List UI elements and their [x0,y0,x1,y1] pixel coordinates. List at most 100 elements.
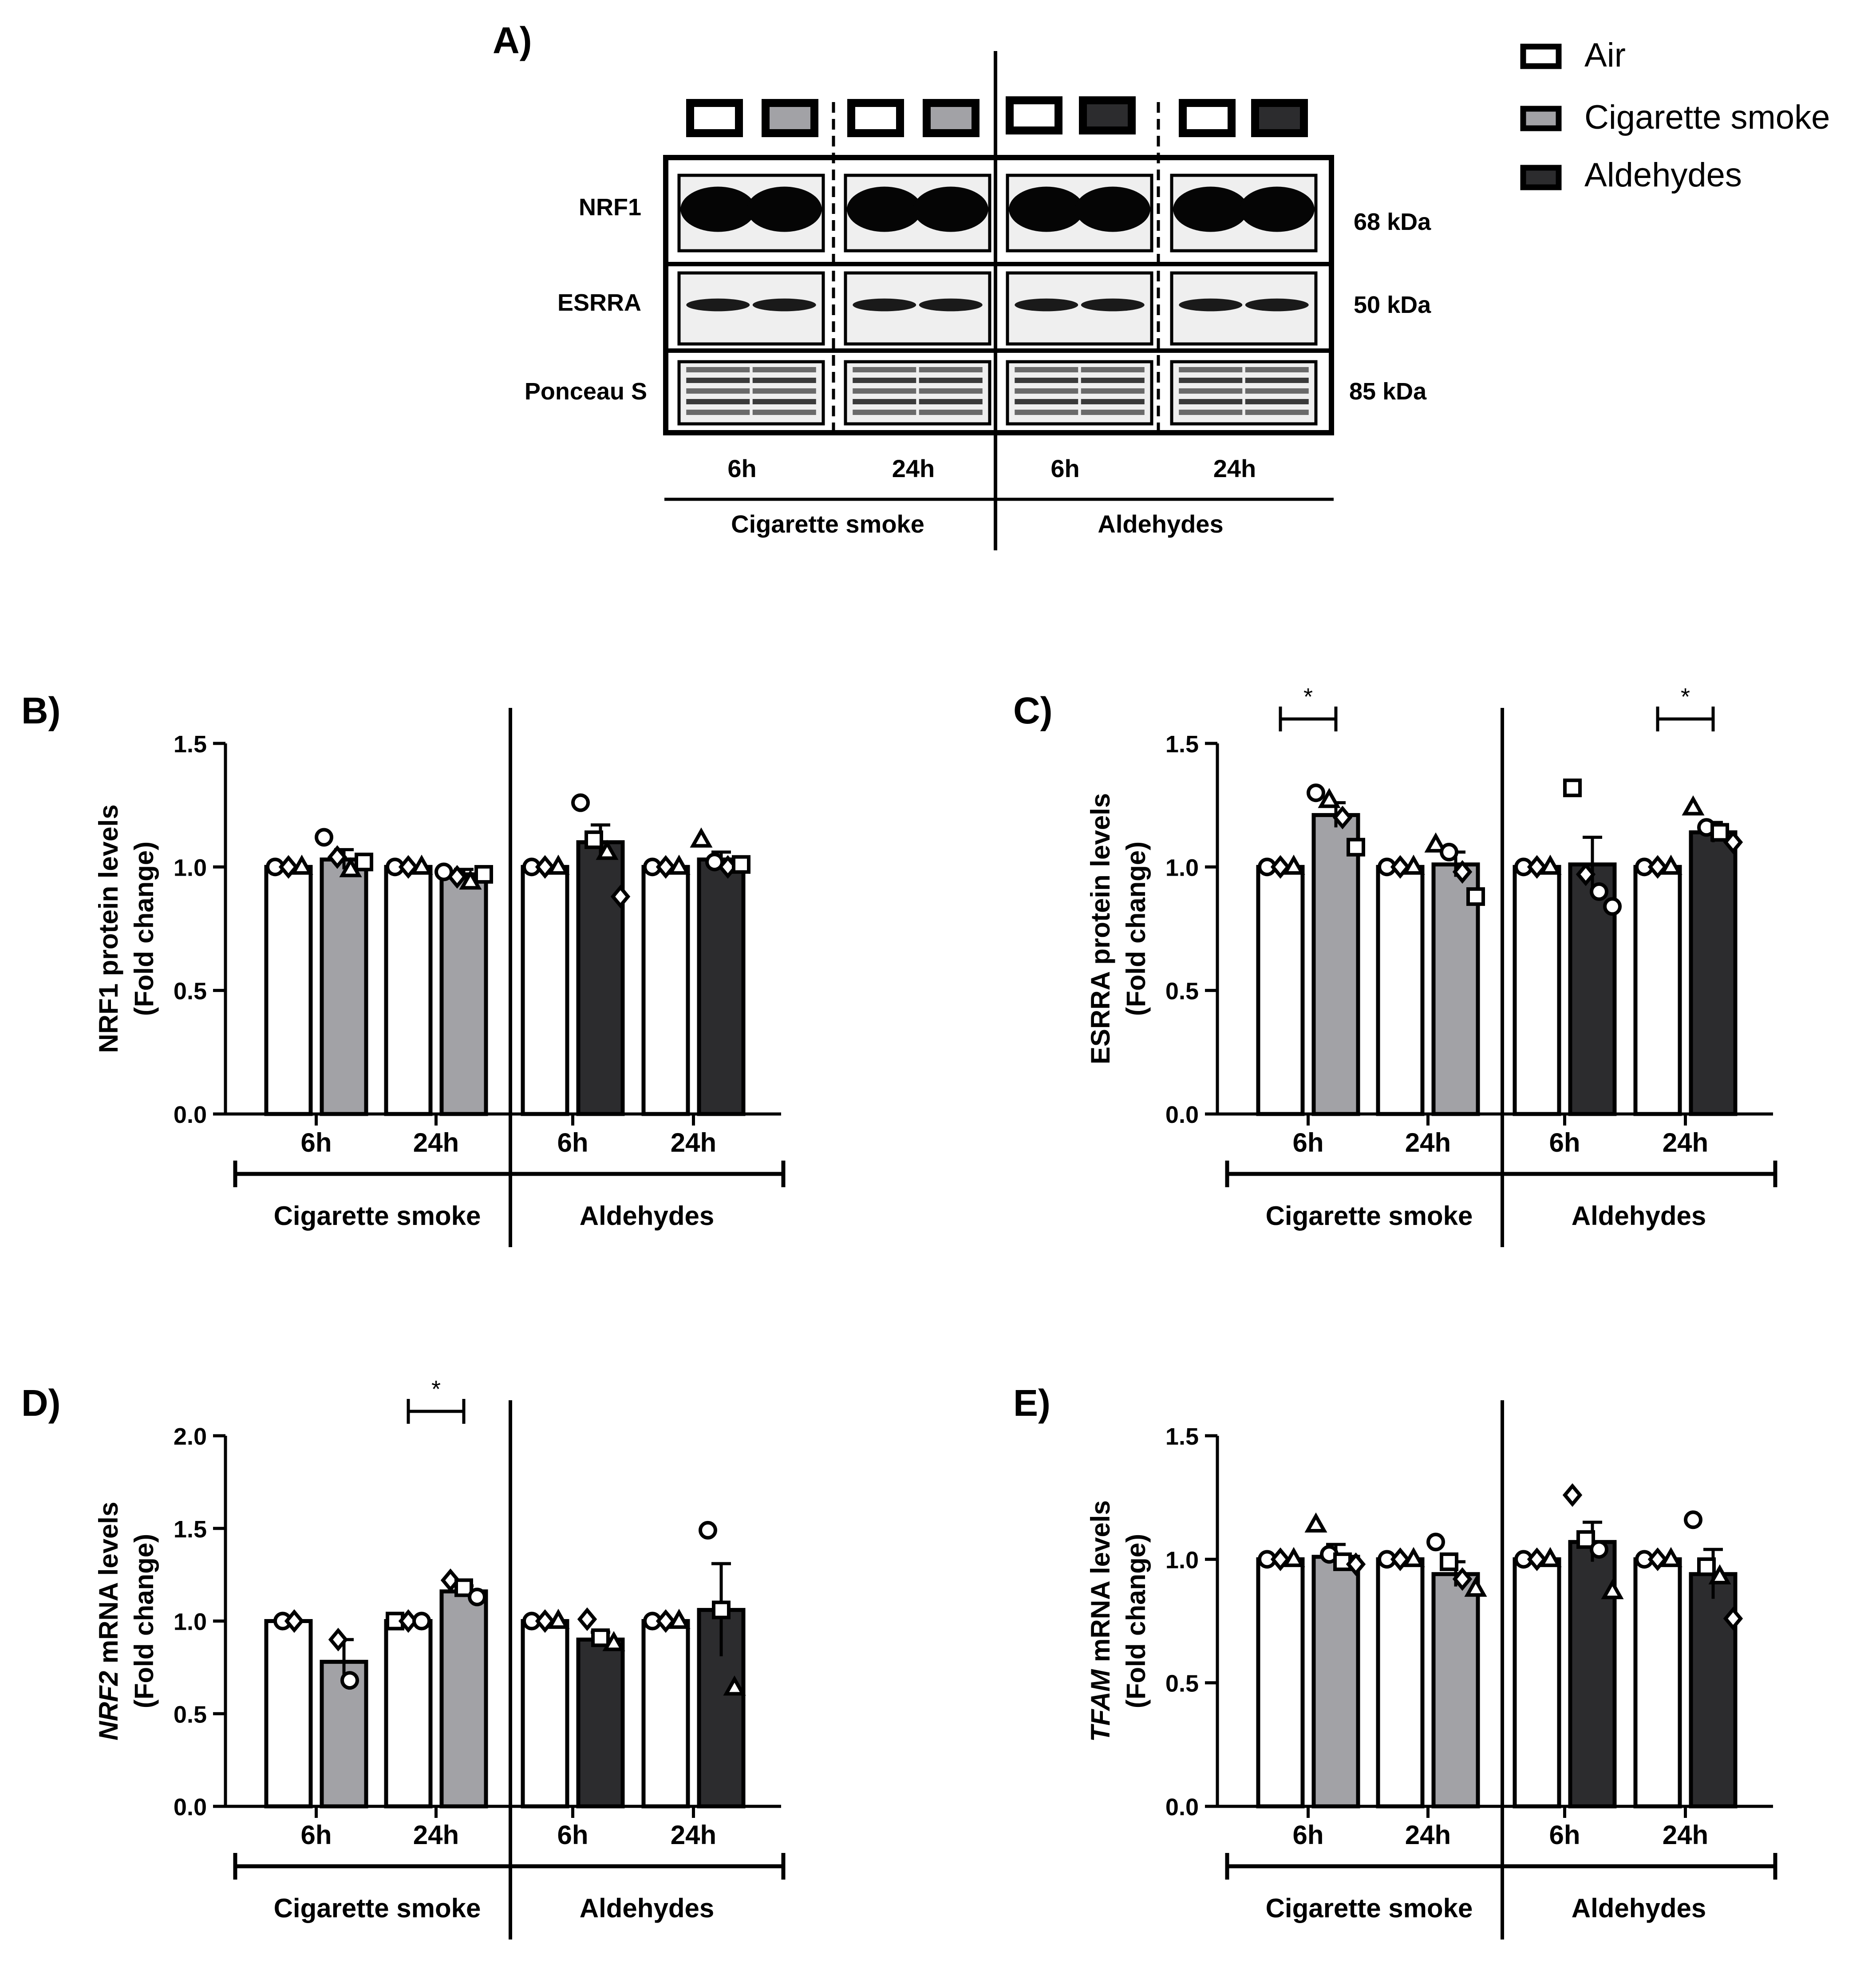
lane-swatch-cigarette-smoke [762,99,818,137]
blot-kda-nrf1: 68 kDa [1354,209,1431,235]
data-point-square [1347,837,1365,857]
data-point-square [1333,1552,1352,1571]
data-point-diamond [1647,1547,1668,1571]
y-axis-label-unit: (Fold change) [129,1534,159,1708]
significance-star: * [1303,683,1313,710]
data-point-diamond [1332,806,1353,830]
data-point-triangle [1282,854,1305,875]
ponceau-band [1245,399,1309,404]
protein-band [1173,186,1248,232]
panel-label: B) [21,690,61,731]
x-tick-label: 24h [413,1820,459,1850]
y-axis-label-gene: NRF2 [94,1671,123,1741]
lane-swatches [686,96,1308,137]
ponceau-band [1245,378,1309,383]
protein-band [1075,186,1150,232]
blot-timepoint-label: 24h [1213,454,1256,482]
group-label: Aldehydes [580,1201,714,1231]
protein-band [853,298,916,312]
group-label: Cigarette smoke [1266,1893,1473,1923]
y-tick-label: 1.5 [174,1516,207,1543]
data-point-square [1576,1530,1595,1549]
ponceau-band [1081,410,1145,415]
bar [1633,865,1682,1116]
bar [1633,1557,1682,1809]
data-point-circle [340,1671,359,1690]
data-point-diamond [1270,1547,1291,1571]
data-point-square [585,830,603,849]
lane-swatch-air [686,99,743,137]
x-tick-label: 24h [1663,1128,1708,1157]
ponceau-band [919,410,983,415]
data-point-triangle [1318,788,1341,808]
ponceau-band [752,388,816,394]
data-point-diamond [1452,1567,1473,1591]
bar [641,865,690,1116]
lane-swatch-air [847,99,904,137]
legend-swatch-aldehydes [1520,165,1562,190]
panel-label: E) [1013,1382,1051,1424]
ponceau-band [1179,399,1243,404]
x-tick-label: 24h [671,1128,716,1157]
ponceau-band [752,378,816,383]
data-point-diamond [284,1609,304,1633]
y-tick-label: 0.0 [174,1794,207,1821]
data-point-circle [434,862,453,881]
group-label: Aldehydes [1572,1201,1706,1231]
x-tick-label: 6h [557,1820,588,1850]
data-point-triangle [723,1675,746,1696]
ponceau-band [853,378,916,383]
data-point-triangle [1539,854,1562,875]
protein-band [752,298,816,312]
bar [1689,1572,1738,1809]
data-point-triangle [1424,832,1447,853]
data-point-diamond [610,885,631,908]
data-point-circle [1590,882,1608,901]
bar [521,865,569,1116]
ponceau-band [1015,378,1078,383]
data-point-diamond [1527,1547,1547,1571]
legend-swatch-cigarette-smoke [1520,106,1562,131]
panel-a-western-blot: A) NRF1 ESRRA Ponceau S 68 kDa 50 kDa 8 [493,20,1431,550]
protein-band [1179,298,1243,312]
data-point-circle [699,1521,717,1540]
data-point-triangle [690,827,713,848]
y-tick-label: 1.5 [1165,1423,1199,1450]
data-point-circle [1590,1540,1608,1559]
bar [576,840,625,1116]
group-label: Cigarette smoke [274,1893,481,1923]
ponceau-band [853,399,916,404]
data-point-triangle [602,1631,625,1651]
legend-label-aldehydes: Aldehydes [1584,156,1742,194]
y-axis-label: NRF2 mRNA levels [94,1502,123,1741]
protein-band [919,298,983,312]
data-point-triangle [1402,854,1425,875]
ponceau-band [853,367,916,372]
data-point-diamond [1647,855,1668,879]
x-tick-label: 6h [300,1128,332,1157]
data-point-diamond [1270,855,1291,879]
y-tick-label: 1.5 [174,731,207,758]
ponceau-band [686,388,750,394]
data-point-square [474,865,493,884]
ponceau-band [1015,367,1078,372]
protein-band [1009,186,1084,232]
data-point-diamond [398,855,419,879]
data-point-square [1466,887,1485,906]
bar [576,1637,625,1809]
blot-group-label-cigarette-smoke: Cigarette smoke [731,510,924,538]
bar [320,857,368,1116]
ponceau-band [1245,367,1309,372]
protein-band [680,186,756,232]
data-point-triangle [1402,1547,1425,1567]
x-tick-label: 24h [1405,1128,1451,1157]
data-point-triangle [1282,1547,1305,1567]
lane-swatch-aldehydes [1251,99,1308,137]
legend-swatch-air [1520,43,1562,69]
bar [264,1619,313,1809]
ponceau-band [686,367,750,372]
ponceau-band [1081,378,1145,383]
y-axis-label-gene: TFAM [1086,1668,1115,1742]
data-point-diamond [278,855,299,879]
